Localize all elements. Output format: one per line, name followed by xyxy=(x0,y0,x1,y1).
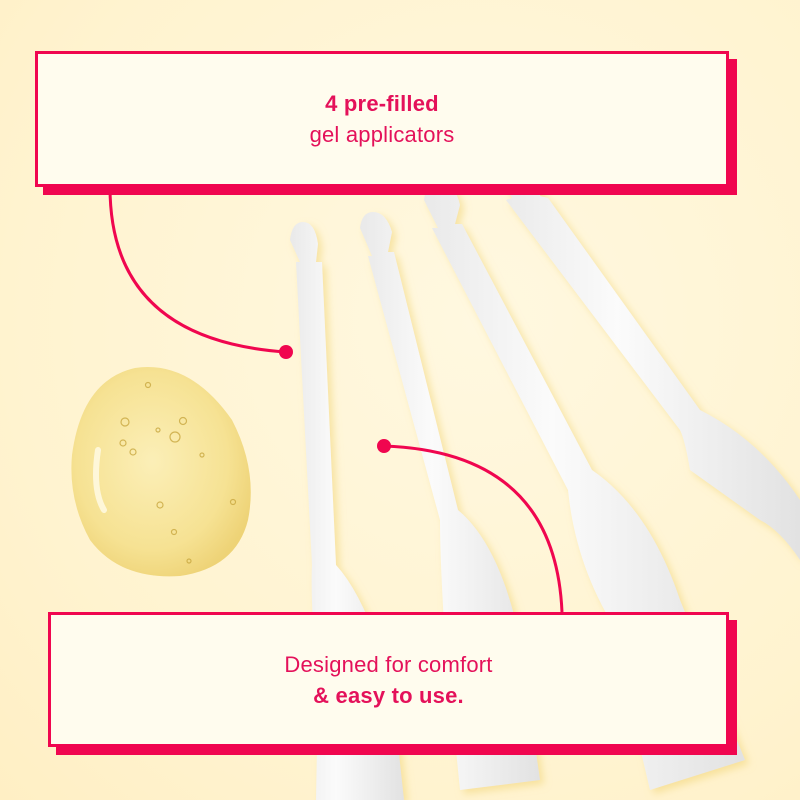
callout-top-subline: gel applicators xyxy=(309,122,455,147)
callout-bottom-subline: & easy to use. xyxy=(313,682,464,708)
gel-droplet-icon xyxy=(71,367,251,577)
callout-top: 4 pre-filled gel applicators xyxy=(35,51,729,187)
callout-bottom: Designed for comfort & easy to use. xyxy=(48,612,729,747)
callout-top-headline: 4 pre-filled xyxy=(325,91,439,116)
connector-top-dot xyxy=(279,345,293,359)
callout-bottom-headline: Designed for comfort xyxy=(284,651,493,677)
applicator-4 xyxy=(496,154,800,560)
connector-bottom xyxy=(383,444,564,613)
connector-top xyxy=(108,186,287,354)
connector-bottom-dot xyxy=(377,439,391,453)
